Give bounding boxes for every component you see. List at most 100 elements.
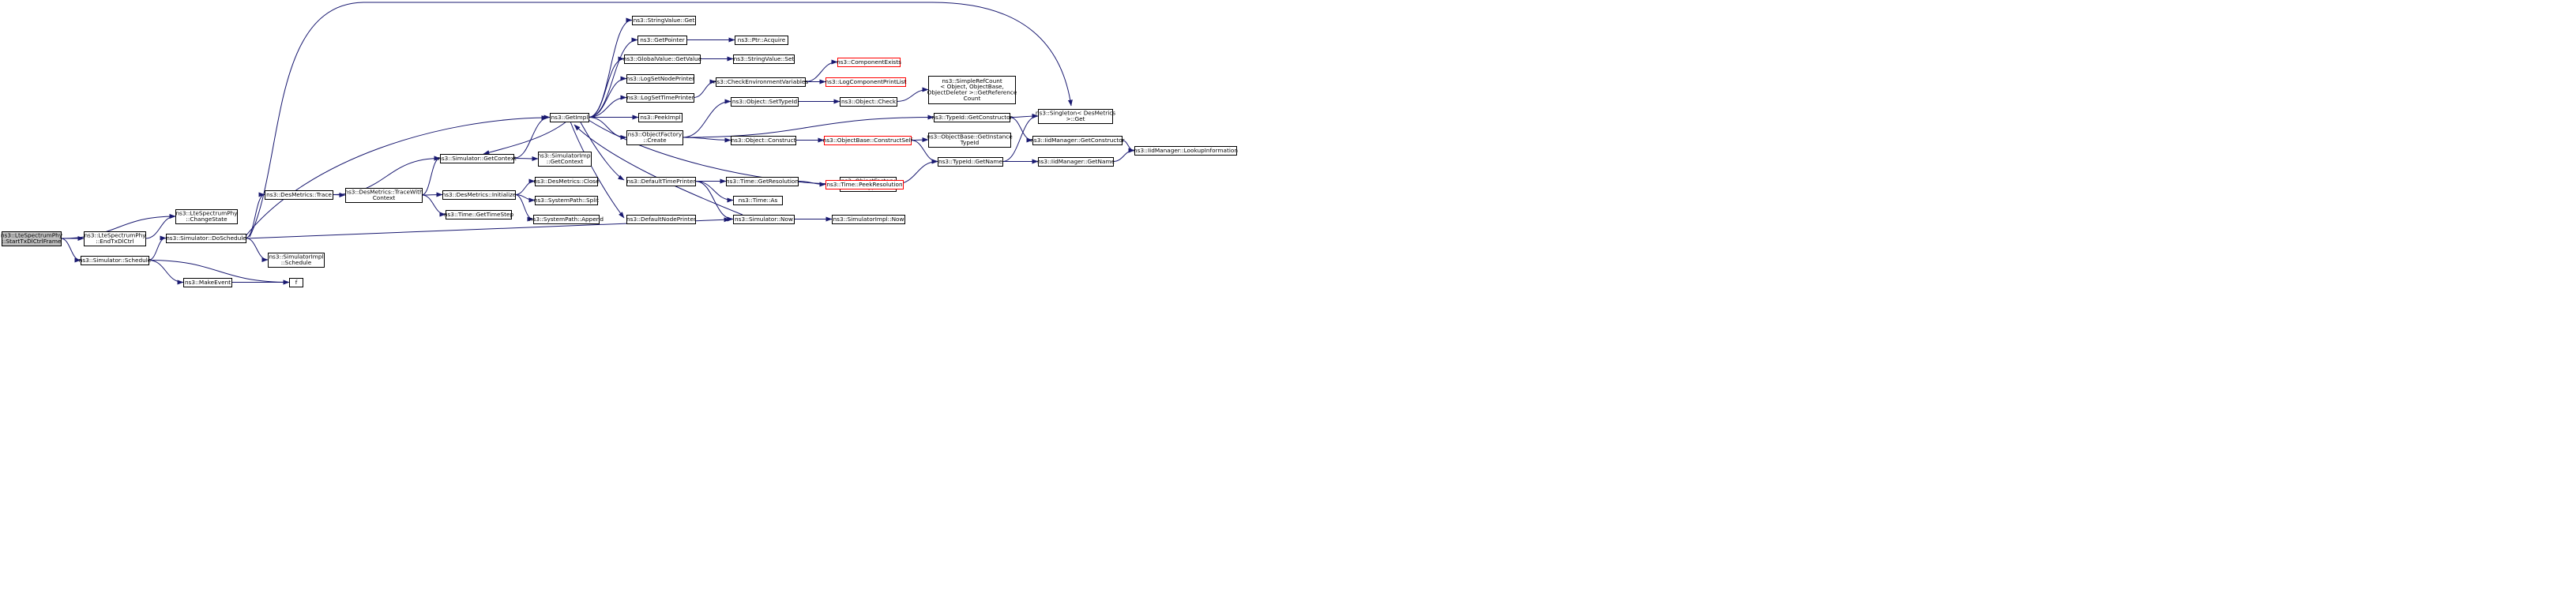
- function-node-simplerefcount[interactable]: ns3::SimpleRefCount< Object, ObjectBase,…: [927, 76, 1017, 104]
- function-node-split[interactable]: ns3::SystemPath::Split: [534, 196, 599, 205]
- node-box: [84, 231, 146, 246]
- function-node-changestate[interactable]: ns3::LteSpectrumPhy::ChangeState: [175, 209, 238, 224]
- function-node-endtxdlctrl[interactable]: ns3::LteSpectrumPhy::EndTxDlCtrl: [84, 231, 146, 246]
- function-node-ptracquire[interactable]: ns3::Ptr::Acquire: [735, 36, 788, 45]
- node-label-line: ns3::LogSetTimePrinter: [626, 94, 694, 101]
- call-edge-schedule-to-makeevent: [148, 260, 184, 285]
- node-box: [638, 113, 683, 122]
- node-label-line: ns3::Time::PeekResolution: [826, 181, 902, 188]
- function-node-singletonget[interactable]: ns3::Singleton< DesMetrics >::Get: [1036, 109, 1115, 124]
- call-edge-trace-to-tracewith: [332, 192, 346, 197]
- node-label-line: ns3::IidManager::LookupInformation: [1134, 147, 1238, 154]
- node-box: [832, 215, 905, 224]
- call-edge-getimpl-to-logsetnodeprinter: [588, 76, 627, 118]
- function-node-simimplgetcontext[interactable]: ns3::SimulatorImpl::GetContext: [537, 152, 592, 167]
- call-edge-initialize-to-append: [514, 194, 534, 222]
- function-node-globalgetvalue[interactable]: ns3::GlobalValue::GetValue: [623, 54, 702, 64]
- function-node-timegetresolution[interactable]: ns3::Time::GetResolution: [726, 177, 799, 186]
- call-edge-iidgetname-to-iidlookup: [1112, 148, 1135, 162]
- function-node-timeas[interactable]: ns3::Time::As: [733, 196, 783, 205]
- function-node-makeevent[interactable]: ns3::MakeEvent: [183, 278, 232, 287]
- function-node-logsettimeprinter[interactable]: ns3::LogSetTimePrinter: [626, 93, 694, 103]
- function-node-getpointer[interactable]: ns3::GetPointer: [637, 36, 687, 45]
- call-edge-typeidgetconstructor-to-iidgetconstructor: [1009, 117, 1033, 143]
- call-edge-getimpl-to-defaulttimeprinter: [580, 122, 625, 181]
- edge-layer: [60, 2, 1135, 285]
- node-box: [934, 113, 1010, 122]
- function-node-typeidgetconstructor[interactable]: ns3::TypeId::GetConstructor: [931, 113, 1013, 122]
- function-node-append[interactable]: ns3::SystemPath::Append: [529, 215, 604, 224]
- node-label-line: ns3::Simulator::DoSchedule: [166, 234, 246, 242]
- call-edge-tracewith-to-gettimestep: [421, 194, 446, 217]
- function-node-getimpl[interactable]: ns3::GetImpl: [550, 113, 589, 122]
- function-node-logsetnodeprinter[interactable]: ns3::LogSetNodePrinter: [626, 74, 694, 84]
- function-node-iidlookup[interactable]: ns3::IidManager::LookupInformation: [1134, 146, 1238, 156]
- function-node-objectsettypeid[interactable]: ns3::Object::SetTypeId: [731, 97, 799, 107]
- node-label-line: ns3::ObjectBase::ConstructSelf: [823, 137, 913, 144]
- node-label-line: ns3::DesMetrics::Trace: [266, 191, 332, 198]
- node-box: [81, 256, 149, 265]
- function-node-schedule[interactable]: ns3::Simulator::Schedule: [79, 256, 152, 265]
- call-edge-objfactcreate-to-objectconstruct: [682, 137, 731, 143]
- node-box: [550, 113, 589, 122]
- function-node-objfactcreate[interactable]: ns3::ObjectFactory::Create: [626, 130, 683, 145]
- function-node-getcontext[interactable]: ns3::Simulator::GetContext: [438, 154, 517, 163]
- node-label-line: ns3::DefaultTimePrinter: [627, 178, 696, 185]
- node-box: [626, 215, 696, 224]
- call-edge-logsettimeprinter-to-checkenv: [693, 79, 716, 98]
- function-node-componentexists[interactable]: ns3::ComponentExists: [837, 58, 901, 67]
- function-node-logcomponentprintlist[interactable]: ns3::LogComponentPrintList: [825, 77, 907, 87]
- call-edge-objectcheck-to-simplerefcount: [896, 87, 929, 102]
- node-box: [825, 77, 906, 87]
- node-label-line: ns3::SystemPath::Split: [534, 197, 599, 204]
- node-box: [632, 16, 696, 25]
- function-node-iidgetconstructor[interactable]: ns3::IidManager::GetConstructor: [1030, 136, 1125, 145]
- call-edge-tracewith-to-initialize: [421, 192, 443, 197]
- function-node-checkenv[interactable]: ns3::CheckEnvironmentVariables: [713, 77, 809, 87]
- function-node-simimplnow[interactable]: ns3::SimulatorImpl::Now: [832, 215, 905, 224]
- function-node-trace[interactable]: ns3::DesMetrics::Trace: [265, 190, 333, 200]
- function-node-stringvalueget[interactable]: ns3::StringValue::Get: [632, 16, 696, 25]
- function-node-close[interactable]: ns3::DesMetrics::Close: [533, 177, 600, 186]
- function-node-simnow[interactable]: ns3::Simulator::Now: [733, 215, 795, 224]
- function-node-timepeekresolution[interactable]: ns3::Time::PeekResolution: [825, 180, 904, 189]
- function-node-defaulttimeprinter[interactable]: ns3::DefaultTimePrinter: [626, 177, 696, 186]
- node-label-line: ns3::GlobalValue::GetValue: [623, 55, 702, 62]
- function-node-defaultnodeprinter[interactable]: ns3::DefaultNodePrinter: [626, 215, 696, 224]
- function-node-peekimpl[interactable]: ns3::PeekImpl: [638, 113, 683, 122]
- node-label-line: ns3::LogComponentPrintList: [825, 78, 907, 85]
- function-node-stringvalueset[interactable]: ns3::StringValue::Set: [733, 54, 795, 64]
- function-node-iidgetname[interactable]: ns3::IidManager::GetName: [1037, 157, 1115, 167]
- call-edge-defaulttimeprinter-to-simnow: [694, 181, 734, 222]
- function-node-gettimestep[interactable]: ns3::Time::GetTimeStep: [444, 210, 514, 219]
- node-label-line: ::Create: [643, 137, 667, 144]
- call-edge-timegetresolution-to-timepeekresolution: [797, 181, 826, 187]
- function-node-objectconstruct[interactable]: ns3::Object::Construct: [731, 136, 796, 145]
- call-edge-doschedule-to-trace: [245, 192, 265, 238]
- node-box: [1038, 157, 1114, 167]
- node-box: [626, 130, 683, 145]
- node-box: [175, 209, 238, 224]
- function-node-typeidgetname[interactable]: ns3::TypeId::GetName: [938, 157, 1003, 167]
- node-box: [533, 215, 600, 224]
- function-node-root[interactable]: ns3::LteSpectrumPhy::StartTxDlCtrlFrame: [1, 231, 63, 246]
- node-label-line: ns3::SimpleRefCount: [942, 77, 1002, 84]
- function-node-simimplschedule[interactable]: ns3::SimulatorImpl::Schedule: [268, 253, 325, 268]
- function-node-f[interactable]: f: [289, 278, 303, 287]
- node-box: [442, 190, 516, 200]
- call-edge-objfactcreate-to-typeidgetconstructor: [682, 114, 935, 138]
- node-label-line: ns3::Simulator::Now: [735, 216, 793, 223]
- node-label-line: f: [295, 279, 298, 286]
- function-node-doschedule[interactable]: ns3::Simulator::DoSchedule: [166, 234, 246, 243]
- node-label-line: ns3::ObjectFactory: [628, 131, 683, 138]
- node-box: [538, 152, 592, 167]
- call-edge-initialize-to-close: [514, 178, 536, 195]
- node-label-line: ::StartTxDlCtrlFrame: [2, 238, 62, 245]
- function-node-initialize[interactable]: ns3::DesMetrics::Initialize: [442, 190, 517, 200]
- node-box: [928, 133, 1011, 148]
- function-node-objectcheck[interactable]: ns3::Object::Check: [840, 97, 897, 107]
- function-node-constructself[interactable]: ns3::ObjectBase::ConstructSelf: [823, 136, 913, 145]
- node-label-line: ObjectDeleter >::GetReference: [927, 89, 1017, 96]
